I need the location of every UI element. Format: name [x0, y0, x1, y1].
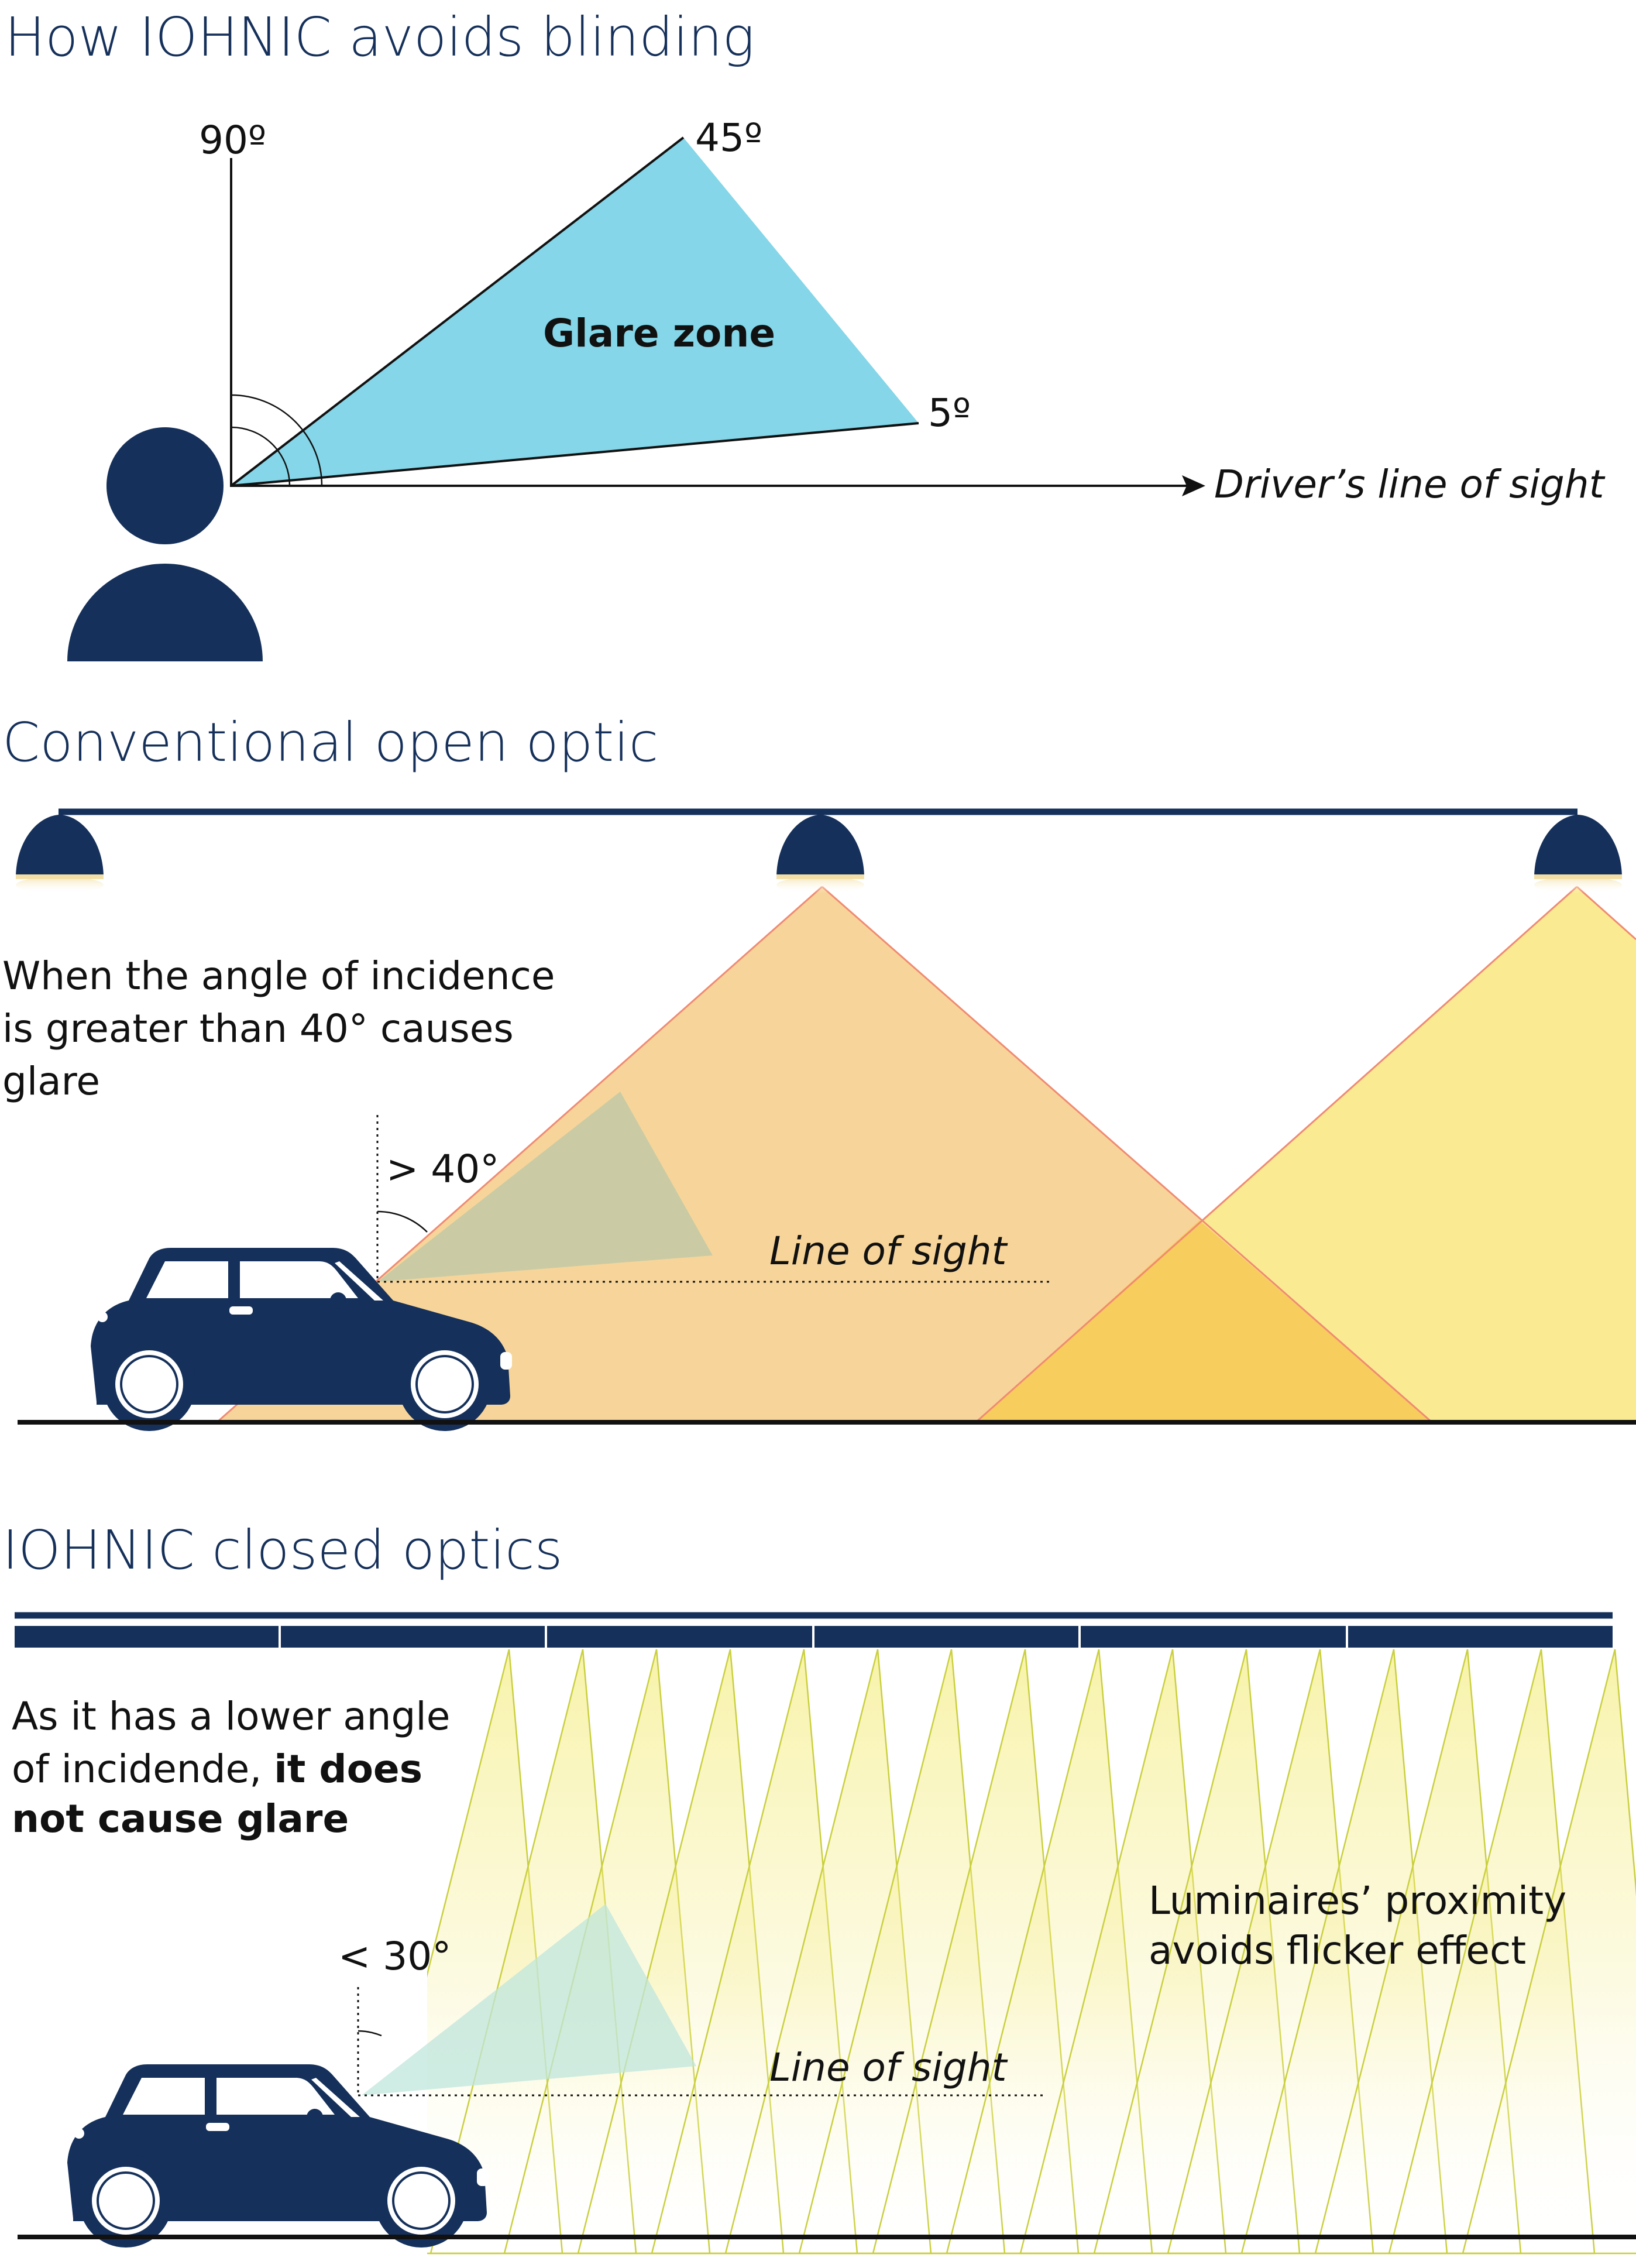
iohnic-description-line2: of incidende, it does [12, 1747, 422, 1792]
light-beam [1462, 1649, 1636, 2255]
angle-arc-45 [231, 426, 291, 486]
line-of-sight-label: Line of sight [769, 1229, 1008, 1274]
street-lamp-icon [16, 815, 104, 893]
conventional-description-line1: When the angle of incidence [2, 953, 555, 999]
iohnic-description-line1: As it has a lower angle [12, 1694, 450, 1739]
glare-zone-area [231, 138, 919, 486]
drivers-line-of-sight-label: Driver’s line of sight [1214, 462, 1606, 507]
beam-edge [1576, 886, 1636, 941]
iohnic-description-line2-bold: it does [274, 1747, 422, 1792]
car-icon [91, 1248, 512, 1431]
angle-greater-40-label: > 40° [386, 1147, 499, 1192]
angle-90-label: 90º [199, 118, 266, 163]
ray-5-degrees [231, 422, 919, 487]
beam-edge [822, 886, 1431, 1422]
arrow-head-icon [1182, 475, 1205, 496]
iohnic-description-line3: not cause glare [12, 1796, 349, 1841]
line-of-sight-label: Line of sight [769, 2045, 1008, 2090]
car-icon [67, 2064, 489, 2248]
street-lamp-icon [776, 815, 864, 893]
iohnic-description-line2-normal: of incidende, [12, 1747, 274, 1792]
street-lamp-icon [1534, 815, 1622, 893]
angle-45-label: 45º [695, 115, 762, 160]
section1-title: How IOHNIC avoids blinding [5, 6, 755, 68]
beam-edge [977, 886, 1577, 1422]
luminaire-dividers [279, 1626, 1348, 1648]
section2-title: Conventional open optic [2, 711, 658, 774]
conventional-description-line3: glare [2, 1059, 100, 1104]
section-conventional-optic: Conventional open optic When the angle [2, 711, 1636, 1431]
proximity-note-line1: Luminaires’ proximity [1149, 1878, 1566, 1923]
person-icon [67, 427, 263, 661]
angle-less-30-label: < 30° [338, 1934, 451, 1979]
section-iohnic-closed-optics: IOHNIC closed optics As it has a lower a… [2, 1519, 1636, 2255]
driver-view-cone [377, 1092, 713, 1282]
angle-arc [377, 1210, 428, 1233]
light-overlap-zone [977, 1220, 1431, 1421]
section-glare-angle: How IOHNIC avoids blinding 90º 45º 5º Gl… [5, 6, 1606, 661]
angle-arc [358, 2030, 382, 2037]
angle-5-label: 5º [928, 390, 971, 435]
angle-arc-90 [231, 394, 323, 486]
glare-zone-label: Glare zone [543, 311, 775, 356]
section3-title: IOHNIC closed optics [2, 1519, 563, 1581]
conventional-description-line2: is greater than 40° causes [2, 1006, 514, 1051]
ray-45-degrees [230, 136, 685, 487]
proximity-note-line2: avoids flicker effect [1149, 1928, 1526, 1973]
driver-view-cone [362, 1904, 696, 2095]
